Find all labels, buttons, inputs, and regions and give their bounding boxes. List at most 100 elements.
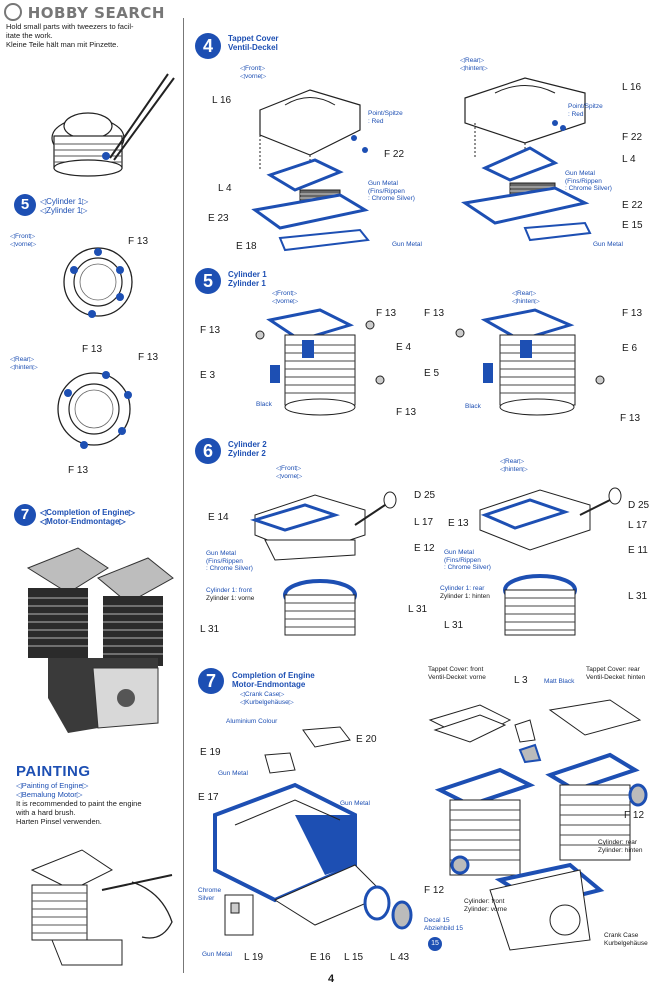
label-d25: D 25	[628, 500, 650, 511]
label-f13: F 13	[424, 308, 445, 319]
label-l3: L 3	[514, 675, 528, 686]
crank-case-label: ◁Crank Case▷◁Kurbelgehäuse▷	[240, 691, 294, 706]
rear-label: ◁Rear▷◁hinten▷	[500, 458, 528, 473]
painting-text: It is recommended to paint the engine wi…	[16, 799, 142, 826]
label-f12: F 12	[624, 810, 645, 821]
gun-metal-note: Gun Metal	[340, 800, 370, 807]
label-e5: E 5	[424, 368, 440, 379]
label-e6: E 6	[622, 343, 638, 354]
gun-metal-note: Gun Metal(Fins/Rippen: Chrome Silver)	[565, 170, 612, 192]
rear-label: ◁Rear▷◁hinten▷	[460, 57, 488, 72]
tweezers-illustration	[51, 73, 175, 177]
label-l15: L 15	[344, 952, 364, 963]
label-l17: L 17	[628, 520, 648, 531]
painting-subtitle: ◁Painting of Engine▷ ◁Bemalung Motor▷	[16, 781, 89, 799]
tappet-cover-rear-diagram	[461, 77, 592, 242]
cylinder-1-rear-diagram	[455, 308, 605, 416]
label-e17: E 17	[198, 792, 219, 803]
engine-photo	[8, 538, 178, 738]
label-l4: L 4	[622, 154, 636, 165]
label-e12: E 12	[414, 543, 435, 554]
engine-assembly-diagram	[428, 699, 648, 951]
black-note: Black	[465, 403, 481, 410]
label-l31: L 31	[444, 620, 464, 631]
gun-metal-note: Gun Metal	[593, 241, 623, 248]
label-l31: L 31	[408, 604, 428, 615]
f13-label: F 13	[138, 352, 159, 363]
gun-metal-note: Gun Metal(Fins/Rippen: Chrome Silver)	[444, 549, 491, 571]
painting-title: PAINTING	[16, 763, 91, 780]
hobby-search-logo: HOBBY SEARCH	[4, 3, 165, 22]
label-e16: E 16	[310, 952, 331, 963]
label-l16: L 16	[212, 95, 232, 106]
label-f13: F 13	[396, 407, 417, 418]
label-f12: F 12	[424, 885, 445, 896]
front-label: ◁Front▷◁vorne▷	[272, 290, 299, 305]
f13-label: F 13	[68, 465, 89, 476]
label-l31: L 31	[628, 591, 648, 602]
label-l17: L 17	[414, 517, 434, 528]
point-note: Point/Spitze: Red	[568, 103, 603, 118]
gun-metal-note: Gun Metal	[202, 951, 232, 958]
label-e15: E 15	[622, 220, 643, 231]
matt-black-note: Matt Black	[544, 678, 575, 685]
label-e13: E 13	[448, 518, 469, 529]
step-5-badge: 5	[195, 268, 221, 294]
cylinder-1-front-topview	[63, 247, 133, 318]
label-l43: L 43	[390, 952, 410, 963]
aluminium-note: Aluminium Colour	[226, 718, 278, 725]
cylinder-2-rear-diagram	[479, 487, 622, 636]
front-label: ◁Front▷◁vorne▷	[276, 465, 303, 480]
label-d25: D 25	[414, 490, 436, 501]
front-label: ◁Front▷◁vorne▷	[10, 233, 37, 248]
label-l31: L 31	[200, 624, 220, 635]
crank-case-diagram	[213, 726, 413, 936]
gun-metal-note: Gun Metal	[218, 770, 248, 777]
label-e19: E 19	[200, 747, 221, 758]
painting-illustration	[30, 849, 173, 966]
cylinder-2-front-diagram	[250, 491, 397, 636]
label-f13: F 13	[376, 308, 397, 319]
rear-label: ◁Rear▷◁hinten▷	[512, 290, 540, 305]
label-e3: E 3	[200, 370, 216, 381]
step-6-title: Cylinder 2 Zylinder 2	[228, 440, 267, 458]
f13-label: F 13	[82, 344, 103, 355]
label-f22: F 22	[622, 132, 643, 143]
step-5-title: Cylinder 1 Zylinder 1	[228, 270, 267, 288]
label-e11: E 11	[628, 545, 648, 556]
label-e20: E 20	[356, 734, 377, 745]
label-l4: L 4	[218, 183, 232, 194]
gun-metal-note: Gun Metal	[392, 241, 422, 248]
label-e14: E 14	[208, 512, 229, 523]
column-divider	[183, 18, 184, 973]
label-e18: E 18	[236, 241, 257, 252]
f13-label: F 13	[128, 236, 149, 247]
cylinder-1-front-diagram	[255, 308, 385, 416]
label-l16: L 16	[622, 82, 642, 93]
step-7-badge: 7	[198, 668, 224, 694]
step-7-badge: 7	[14, 504, 36, 526]
gun-metal-note: Gun Metal(Fins/Rippen: Chrome Silver)	[206, 550, 253, 572]
label-e4: E 4	[396, 342, 412, 353]
gun-metal-note: Gun Metal(Fins/Rippen: Chrome Silver)	[368, 180, 415, 202]
decal-15-badge: 15	[428, 937, 442, 951]
cylinder-1-rear-topview	[57, 371, 132, 449]
label-e22: E 22	[622, 200, 643, 211]
step-4-title: Tappet Cover Ventil-Deckel	[228, 34, 279, 52]
label-f13: F 13	[200, 325, 221, 336]
step-6-badge: 6	[195, 438, 221, 464]
step-7-title: Completion of Engine Motor-Endmontage	[232, 671, 315, 689]
step-5-title: ◁Cylinder 1▷ ◁Zylinder 1▷	[40, 197, 89, 215]
label-f13: F 13	[622, 308, 643, 319]
point-note: Point/Spitze: Red	[368, 110, 403, 125]
label-e23: E 23	[208, 213, 229, 224]
